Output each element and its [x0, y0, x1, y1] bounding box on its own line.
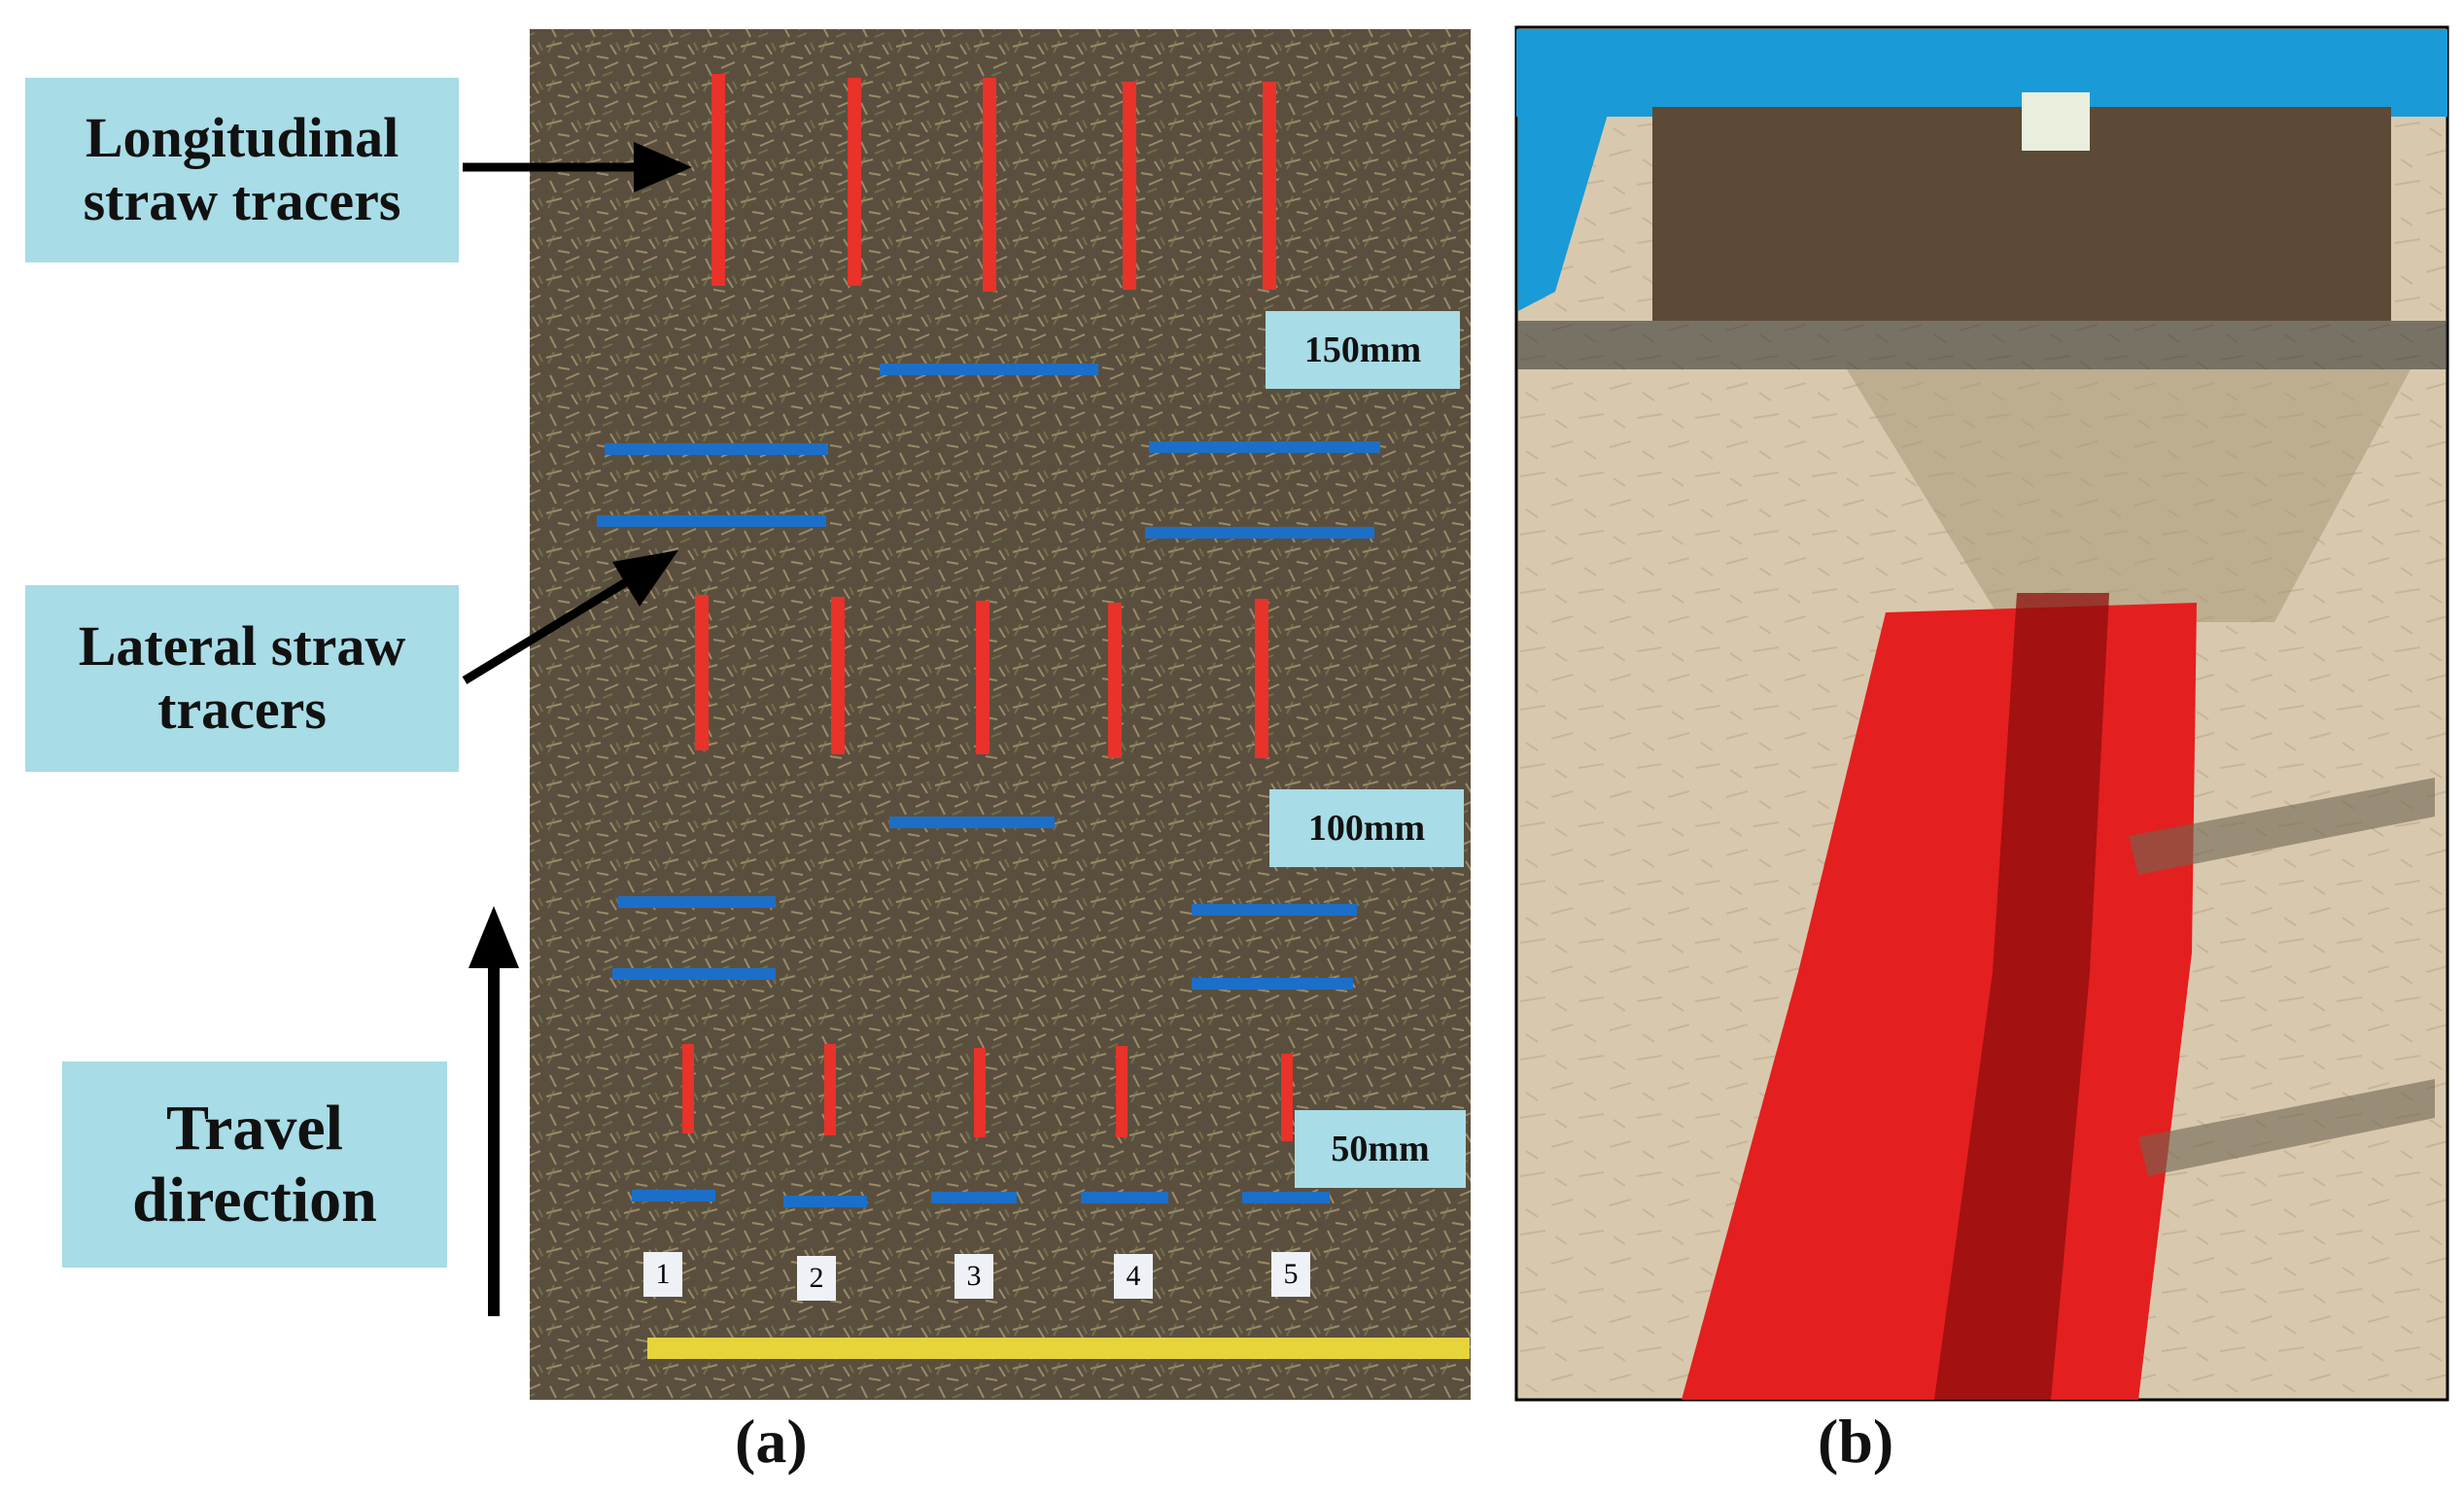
label-lateral: Lateral straw tracers — [25, 585, 459, 772]
lateral-tracers-150 — [597, 364, 1380, 539]
arrow-lateral — [462, 550, 678, 684]
measuring-tape — [647, 1338, 1470, 1359]
panel-label-b: (b) — [1818, 1407, 1894, 1476]
photo-b — [1514, 25, 2449, 1402]
marker-4: 4 — [1114, 1254, 1153, 1299]
depth-50mm: 50mm — [1295, 1110, 1466, 1188]
arrow-longitudinal — [463, 142, 692, 192]
longitudinal-tracers-50 — [682, 1044, 1293, 1141]
marker-5: 5 — [1271, 1252, 1310, 1297]
lateral-tracers-100 — [612, 817, 1357, 990]
depth-100mm: 100mm — [1269, 789, 1464, 867]
longitudinal-tracers-100 — [695, 595, 1268, 758]
lateral-tracers-50 — [632, 1190, 1330, 1207]
panel-label-a: (a) — [735, 1407, 808, 1476]
label-travel-direction: Travel direction — [62, 1062, 447, 1268]
arrow-travel-direction — [469, 906, 519, 1316]
marker-2: 2 — [797, 1256, 836, 1301]
depth-150mm: 150mm — [1266, 311, 1460, 389]
marker-3: 3 — [954, 1254, 993, 1299]
longitudinal-tracers-150 — [711, 74, 1276, 292]
marker-1: 1 — [643, 1252, 682, 1297]
label-longitudinal: Longitudinal straw tracers — [25, 78, 459, 262]
